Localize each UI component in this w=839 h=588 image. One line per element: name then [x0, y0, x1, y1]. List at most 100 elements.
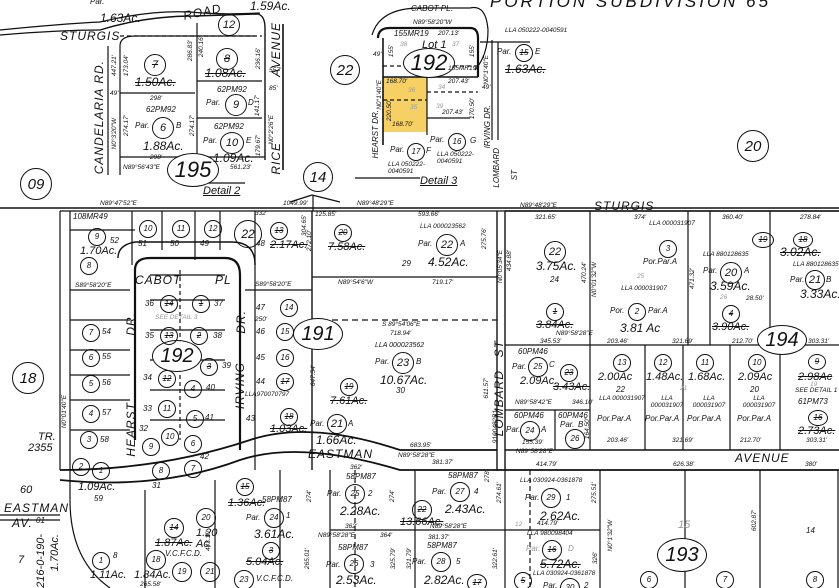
- parcel-10-192[interactable]: 10: [139, 220, 157, 238]
- parcel-11-194[interactable]: 11: [696, 354, 714, 372]
- parcel-8-south[interactable]: 8: [806, 571, 824, 588]
- adjacent-sheet-14[interactable]: 14: [303, 162, 333, 192]
- parcel-3-south[interactable]: 3: [262, 542, 280, 560]
- book-page-194[interactable]: 194: [757, 325, 807, 355]
- parcel-4-194[interactable]: 4: [722, 305, 740, 323]
- parcel-3-194[interactable]: 3: [659, 240, 677, 258]
- parcel-1b-192[interactable]: 1: [92, 552, 110, 570]
- parcel-7-192c[interactable]: 7: [184, 460, 202, 478]
- parcel-24-194[interactable]: 24: [520, 421, 540, 441]
- parcel-9-192c[interactable]: 9: [142, 438, 160, 456]
- parcel-4-192c[interactable]: 4: [184, 380, 202, 398]
- parcel-2-192[interactable]: 2: [72, 458, 90, 476]
- book-page-193[interactable]: 193: [657, 538, 707, 572]
- parcel-23-194[interactable]: 23: [560, 364, 578, 382]
- parcel-5-192[interactable]: 5: [82, 375, 100, 393]
- book-page-195[interactable]: 195: [167, 153, 219, 187]
- adjacent-sheet-22[interactable]: 22: [330, 55, 360, 85]
- parcel-26-south[interactable]: 26: [344, 554, 364, 574]
- parcel-8-192c[interactable]: 8: [152, 462, 170, 480]
- parcel-9-d2[interactable]: 9: [225, 94, 247, 116]
- parcel-13-194[interactable]: 13: [613, 354, 631, 372]
- parcel-22-191[interactable]: 22: [436, 234, 458, 256]
- parcel-4-192[interactable]: 4: [82, 405, 100, 423]
- parcel-14-191[interactable]: 14: [280, 299, 298, 317]
- parcel-2-192c[interactable]: 2: [190, 327, 208, 345]
- parcel-7-south[interactable]: 7: [716, 571, 734, 588]
- parcel-14-south[interactable]: 14: [164, 518, 184, 538]
- parcel-18-south[interactable]: 18: [146, 550, 166, 570]
- book-page-192-detail[interactable]: 192: [403, 48, 455, 78]
- parcel-6-192[interactable]: 6: [82, 349, 100, 367]
- parcel-24-south[interactable]: 24: [264, 508, 284, 528]
- parcel-6-192c[interactable]: 6: [184, 435, 202, 453]
- adjacent-sheet-18[interactable]: 18: [12, 362, 44, 394]
- parcel-18-191[interactable]: 18: [280, 408, 298, 426]
- parcel-15-191[interactable]: 15: [276, 323, 294, 341]
- parcel-23-south[interactable]: 23: [234, 570, 254, 588]
- book-page-192[interactable]: 192: [152, 340, 202, 372]
- parcel-27-south[interactable]: 27: [450, 482, 470, 502]
- parcel-22-south[interactable]: 22: [412, 500, 432, 520]
- parcel-12-d2[interactable]: 12: [218, 14, 240, 36]
- parcel-9-194[interactable]: 9: [808, 354, 826, 370]
- parcel-12-192[interactable]: 12: [204, 220, 222, 238]
- parcel-22-194[interactable]: 22: [544, 241, 566, 263]
- parcel-15-south[interactable]: 15: [236, 478, 254, 496]
- d3-parcel-15[interactable]: 15: [515, 44, 533, 62]
- parcel-7-192[interactable]: 7: [82, 324, 100, 342]
- parcel-13-192c[interactable]: 13: [160, 327, 178, 345]
- parcel-8-192[interactable]: 8: [80, 257, 98, 275]
- parcel-21-191[interactable]: 21: [327, 414, 347, 434]
- adjacent-sheet-20[interactable]: 20: [737, 130, 769, 162]
- parcel-20-194[interactable]: 20: [720, 262, 742, 284]
- parcel-2-194[interactable]: 2: [628, 303, 646, 321]
- parcel-11-192[interactable]: 11: [172, 220, 190, 238]
- parcel-26-194[interactable]: 26: [565, 429, 585, 449]
- parcel-5-192c[interactable]: 5: [186, 410, 204, 428]
- parcel-17-191[interactable]: 17: [276, 373, 294, 391]
- parcel-22-192[interactable]: 22: [234, 220, 262, 248]
- parcel-10-d2[interactable]: 10: [220, 132, 244, 154]
- parcel-19-south[interactable]: 19: [172, 562, 192, 582]
- parcel-18-194[interactable]: 18: [793, 232, 813, 248]
- parcel-25-south[interactable]: 25: [345, 484, 365, 504]
- parcel-21-194[interactable]: 21: [805, 270, 825, 290]
- parcel-16-south[interactable]: 16: [542, 540, 562, 560]
- parcel-11-192c[interactable]: 11: [158, 400, 176, 418]
- highlighted-parcel[interactable]: [383, 77, 427, 132]
- parcel-16-191[interactable]: 16: [276, 349, 294, 367]
- book-page-191[interactable]: 191: [293, 318, 343, 350]
- parcel-7-d2[interactable]: 7: [144, 54, 166, 76]
- parcel-6-south[interactable]: 6: [640, 571, 658, 588]
- parcel-12-192c[interactable]: 12: [158, 370, 176, 388]
- parcel-3-192c[interactable]: 3: [200, 358, 218, 376]
- parcel-3-192[interactable]: 3: [80, 431, 98, 449]
- parcel-25-194[interactable]: 25: [528, 357, 548, 377]
- parcel-21-south[interactable]: 21: [200, 562, 220, 582]
- parcel-13-191[interactable]: 13: [270, 222, 288, 240]
- parcel-1-194[interactable]: 1: [546, 303, 564, 321]
- parcel-9-192[interactable]: 9: [88, 228, 106, 246]
- parcel-19-194[interactable]: 19: [752, 232, 774, 248]
- d3-parcel-16[interactable]: 16: [448, 133, 466, 151]
- parcel-10-194[interactable]: 10: [748, 354, 766, 372]
- parcel-20-south[interactable]: 20: [196, 508, 216, 528]
- parcel-6-d2[interactable]: 6: [152, 117, 174, 139]
- parcel-5-south[interactable]: 5: [514, 572, 532, 588]
- parcel-28-south[interactable]: 28: [431, 552, 451, 572]
- parcel-23-191[interactable]: 23: [392, 352, 414, 374]
- parcel-1-192[interactable]: 1: [92, 462, 110, 480]
- parcel-19-191[interactable]: 19: [340, 378, 358, 396]
- parcel-20-191[interactable]: 20: [334, 224, 352, 242]
- parcel-16-194[interactable]: 16: [808, 410, 828, 426]
- parcel-17-south[interactable]: 17: [467, 574, 487, 588]
- parcel-10-192c[interactable]: 10: [161, 428, 179, 446]
- parcel-8-d2[interactable]: 8: [216, 48, 238, 70]
- d3-parcel-17[interactable]: 17: [407, 143, 425, 161]
- parcel-14-192c[interactable]: 14: [160, 295, 178, 313]
- parcel-12-194[interactable]: 12: [654, 354, 672, 372]
- parcel-29[interactable]: 29: [541, 488, 561, 508]
- parcel-1-192c[interactable]: 1: [192, 295, 210, 313]
- adjacent-sheet-09[interactable]: 09: [20, 168, 52, 200]
